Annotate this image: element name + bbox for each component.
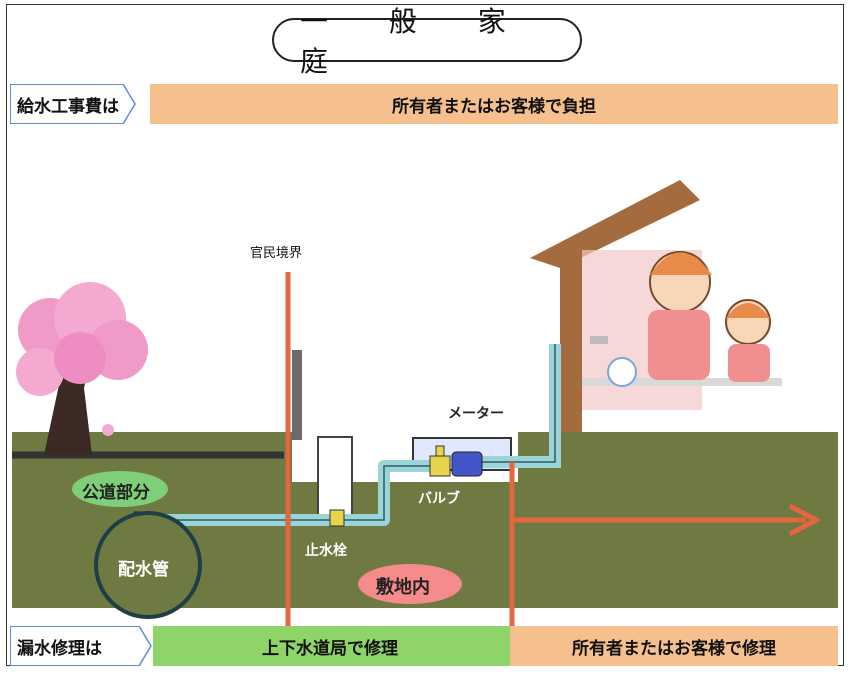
stop-valve-label: 止水栓 xyxy=(305,543,347,559)
water-meter xyxy=(451,451,483,477)
counter xyxy=(582,378,782,386)
house-post xyxy=(560,250,582,432)
faucet xyxy=(590,336,608,344)
construction-cost-label: 給水工事費は xyxy=(10,84,137,124)
leak-owner-band: 所有者またはお客様で修理 xyxy=(510,626,838,666)
leak-city-text: 上下水道局で修理 xyxy=(262,638,398,659)
distribution-main xyxy=(94,511,202,619)
leak-owner-text: 所有者またはお客様で修理 xyxy=(572,638,776,659)
construction-cost-band: 所有者またはお客様で負担 xyxy=(150,84,838,124)
main-pipe-label: 配水管 xyxy=(118,560,169,580)
stop-valve-box xyxy=(317,436,353,518)
title-pill: 一 般 家 庭 xyxy=(272,5,582,78)
public-road-label: 公道部分 xyxy=(82,483,150,503)
premises-label: 敷地内 xyxy=(376,577,430,598)
stop-valve xyxy=(329,509,345,527)
leak-city-band: 上下水道局で修理 xyxy=(150,626,510,666)
meter-label: メーター xyxy=(448,406,504,422)
woman-body xyxy=(648,310,710,380)
house-roof xyxy=(530,180,700,268)
boundary-wall xyxy=(292,350,302,440)
meter-valve xyxy=(429,455,451,477)
boundary-label: 官民境界 xyxy=(250,246,303,261)
valve-label: バルブ xyxy=(418,491,460,507)
leak-repair-label: 漏水修理は xyxy=(10,626,153,666)
dish xyxy=(607,357,637,387)
arrow-tip-icon xyxy=(123,84,136,124)
arrow-tip-icon xyxy=(139,626,152,666)
cherry-tree xyxy=(16,282,148,455)
child-body xyxy=(728,344,770,382)
public-road-oval xyxy=(72,471,168,507)
responsibility-arrow-head xyxy=(788,503,822,537)
premises-oval xyxy=(358,564,462,604)
construction-cost-text: 所有者またはお客様で負担 xyxy=(392,96,596,117)
page-title: 一 般 家 庭 xyxy=(300,5,532,78)
